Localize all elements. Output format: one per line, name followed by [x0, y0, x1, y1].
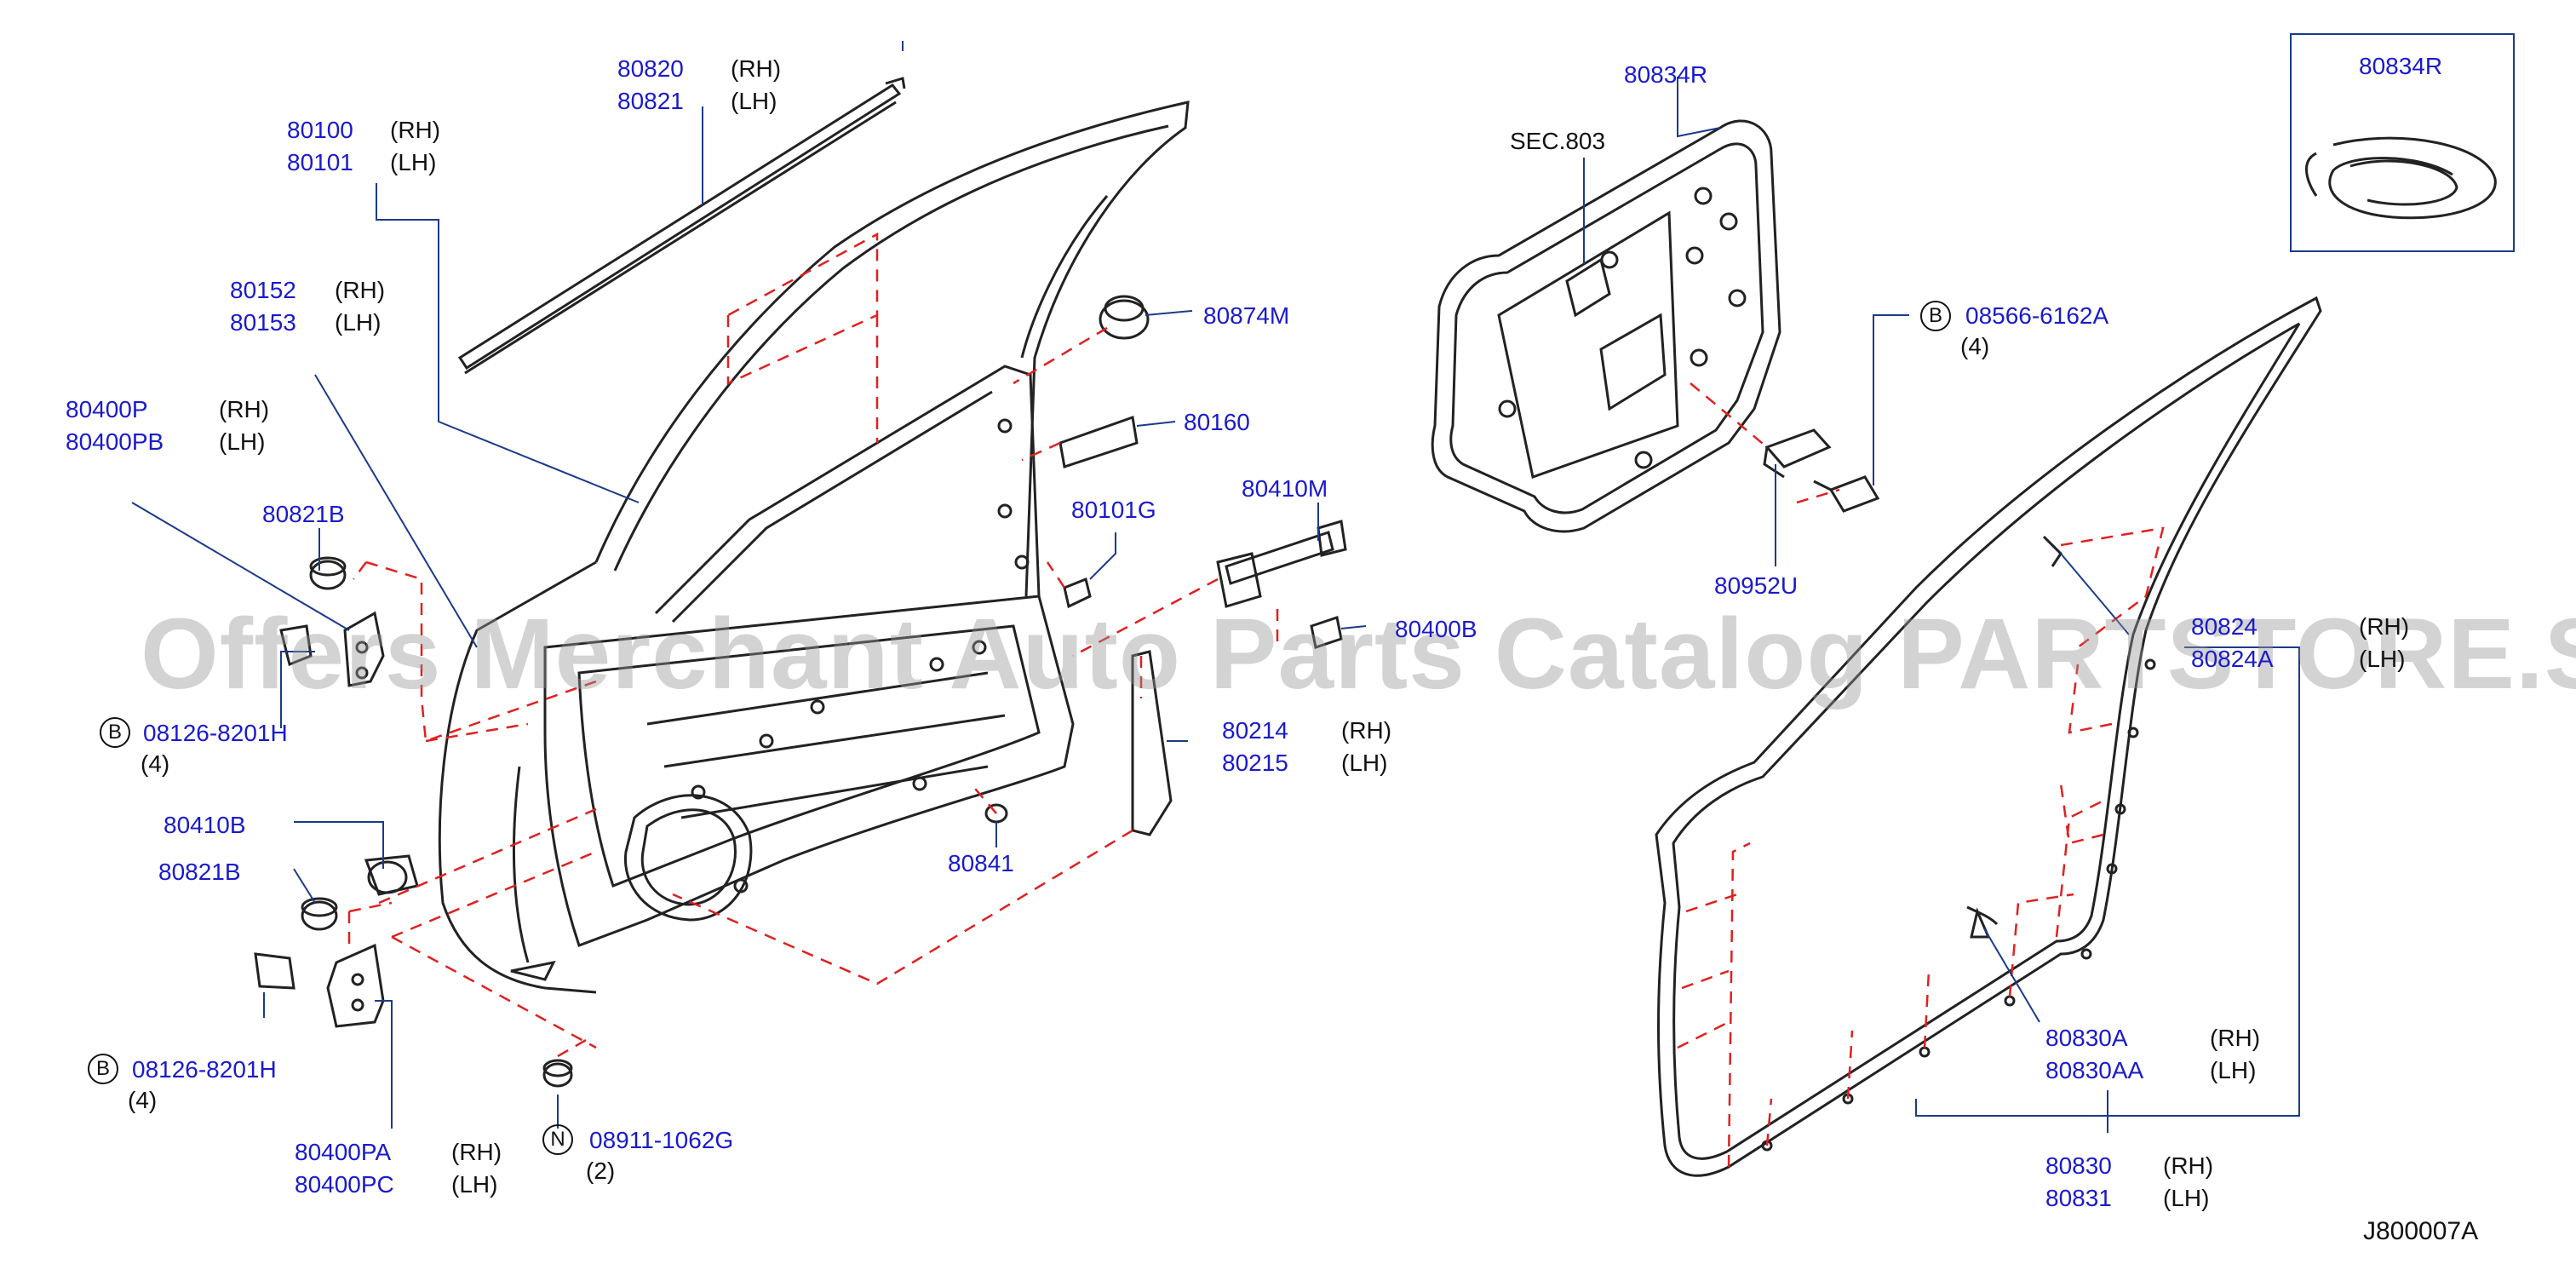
quantity-label: (4): [141, 750, 170, 777]
belt-moulding-drawing: [457, 77, 906, 375]
part-number-80831[interactable]: 80831: [2045, 1185, 2112, 1211]
part-number-80400b[interactable]: 80400B: [1395, 616, 1477, 642]
part-number-80400pa[interactable]: 80400PA: [295, 1139, 392, 1165]
weatherstrip-drawing: [1655, 296, 2322, 1177]
part-number-80821[interactable]: 80821: [617, 88, 684, 114]
hinge-lower-drawing: [254, 854, 573, 1088]
part-number-80400p[interactable]: 80400P: [66, 396, 148, 422]
quantity-label: (4): [1960, 333, 1990, 359]
sealing-screen-drawing: [1431, 119, 1781, 533]
side-rh-label: (RH): [335, 277, 386, 303]
marker-b: B: [100, 717, 130, 748]
side-lh-label: (LH): [390, 149, 437, 175]
part-number-80100[interactable]: 80100: [287, 117, 353, 143]
side-rh-label: (RH): [2163, 1152, 2214, 1179]
alignment-dashes: [347, 232, 2165, 1168]
section-reference[interactable]: SEC.803: [1510, 128, 1606, 154]
part-number-80101[interactable]: 80101: [287, 149, 353, 175]
part-number-80400pc[interactable]: 80400PC: [295, 1171, 394, 1198]
part-number-08126-8201h[interactable]: 08126-8201H: [143, 720, 288, 746]
side-rh-label: (RH): [2210, 1025, 2261, 1051]
part-number-80952u[interactable]: 80952U: [1714, 572, 1799, 599]
bracket-drawing: [1763, 428, 1832, 479]
side-rh-label: (RH): [1341, 717, 1392, 744]
clip-drawing: [1063, 577, 1092, 609]
part-number-08911-1062g[interactable]: 08911-1062G: [589, 1127, 734, 1153]
part-number-80841[interactable]: 80841: [948, 850, 1014, 876]
side-lh-label: (LH): [731, 88, 777, 114]
marker-b: B: [1920, 301, 1951, 331]
label-plate-drawing: [1059, 415, 1139, 468]
part-number-80874m[interactable]: 80874M: [1203, 302, 1290, 329]
part-number-80830[interactable]: 80830: [2045, 1152, 2112, 1179]
part-number-80152[interactable]: 80152: [230, 277, 296, 303]
part-number-80160[interactable]: 80160: [1184, 409, 1250, 435]
marker-b: B: [88, 1054, 118, 1084]
side-lh-label: (LH): [219, 428, 266, 455]
leader-lines: [131, 41, 2300, 1133]
side-rh-label: (RH): [219, 396, 270, 422]
diagram-code: J800007A: [2363, 1217, 2479, 1245]
side-lh-label: (LH): [2163, 1185, 2210, 1211]
part-number-80824[interactable]: 80824: [2191, 613, 2258, 640]
part-number-80410m[interactable]: 80410M: [1242, 475, 1328, 502]
side-lh-label: (LH): [335, 309, 382, 336]
check-link-drawing: [1216, 520, 1347, 649]
part-number-80821b[interactable]: 80821B: [262, 501, 345, 527]
grommet-drawing: [1099, 295, 1150, 340]
part-number-80214[interactable]: 80214: [1222, 717, 1288, 744]
part-number-08126-8201h[interactable]: 08126-8201H: [132, 1056, 277, 1083]
side-lh-label: (LH): [451, 1171, 498, 1198]
side-lh-label: (LH): [2210, 1057, 2257, 1083]
part-number-80101g[interactable]: 80101G: [1071, 497, 1156, 523]
bolt-drawing: [1813, 475, 1880, 513]
quantity-label: (4): [128, 1087, 158, 1113]
part-number-80820[interactable]: 80820: [617, 55, 684, 82]
inset-seal-drawing: [2304, 136, 2497, 220]
quantity-label: (2): [586, 1158, 616, 1184]
part-number-80824a[interactable]: 80824A: [2191, 646, 2274, 672]
part-number-80410b[interactable]: 80410B: [164, 812, 246, 838]
side-rh-label: (RH): [2359, 613, 2410, 640]
part-number-80400pb[interactable]: 80400PB: [66, 428, 164, 455]
part-number-80821b[interactable]: 80821B: [158, 859, 241, 885]
side-rh-label: (RH): [451, 1139, 502, 1165]
inset-box: [2290, 33, 2515, 252]
part-number-08566-6162a[interactable]: 08566-6162A: [1965, 302, 2109, 329]
part-number-80834r[interactable]: 80834R: [1624, 61, 1708, 88]
side-rh-label: (RH): [731, 55, 782, 82]
part-number-80834r[interactable]: 80834R: [2359, 53, 2443, 79]
side-rh-label: (RH): [390, 117, 441, 143]
door-panel-drawing: [438, 101, 1190, 994]
side-lh-label: (LH): [1341, 750, 1388, 776]
part-number-80830aa[interactable]: 80830AA: [2045, 1057, 2144, 1083]
hinge-upper-drawing: [279, 556, 385, 687]
sash-strip-drawing: [1131, 650, 1173, 836]
part-number-80153[interactable]: 80153: [230, 309, 296, 336]
watermark-text: Offers Merchant Auto Parts Catalog PARTS…: [141, 598, 2576, 710]
side-lh-label: (LH): [2359, 646, 2406, 672]
marker-n: N: [542, 1124, 573, 1155]
part-number-80215[interactable]: 80215: [1222, 750, 1288, 776]
part-number-80830a[interactable]: 80830A: [2045, 1025, 2128, 1051]
